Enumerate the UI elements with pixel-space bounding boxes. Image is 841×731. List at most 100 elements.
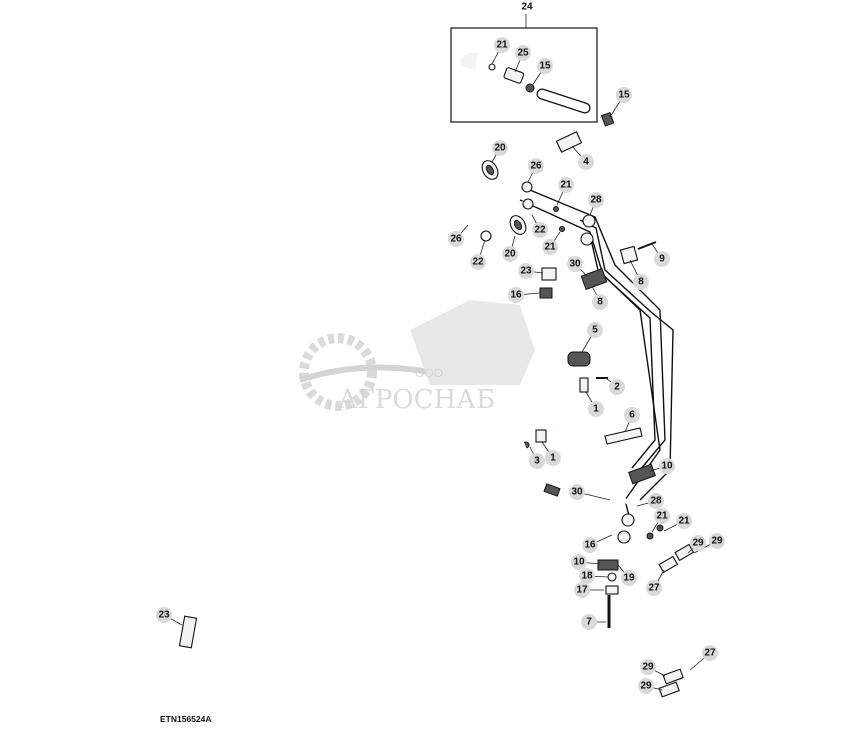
callout-20: 20 [492, 140, 508, 156]
callout-29: 29 [709, 533, 725, 549]
callout-8: 8 [633, 274, 649, 290]
callout-bubble [616, 87, 632, 103]
coupler-29-d [658, 681, 680, 698]
callout-label: 22 [472, 257, 484, 268]
callout-bubble [638, 678, 654, 694]
callout-label: 20 [494, 143, 506, 154]
callout-bubble [542, 239, 558, 255]
callout-bubble [502, 246, 518, 262]
clamp-1-a [579, 377, 589, 393]
callout-bubble [515, 45, 531, 61]
callout-label: 27 [704, 648, 716, 659]
callout-label: 21 [656, 511, 668, 522]
callout-3: 3 [529, 453, 545, 469]
callout-label: 22 [534, 225, 546, 236]
callout-label: 5 [592, 325, 598, 336]
clamp-1-b [535, 429, 547, 443]
callout-label: 1 [550, 453, 556, 464]
callout-label: 16 [510, 290, 522, 301]
callout-label: 23 [520, 266, 532, 277]
callout-label: 24 [521, 2, 533, 13]
callout-21: 21 [558, 177, 574, 193]
callout-21: 21 [542, 239, 558, 255]
callout-bubble [621, 570, 637, 586]
callout-label: 10 [573, 557, 585, 568]
callout-1: 1 [588, 401, 604, 417]
callout-21: 21 [654, 508, 670, 524]
lower-hoses-27 [658, 543, 785, 714]
callout-bubble [654, 251, 670, 267]
callout-29: 29 [690, 535, 706, 551]
callout-bubble [528, 158, 544, 174]
coupler-29-b [658, 555, 679, 574]
callout-28: 28 [588, 192, 604, 208]
callout-label: 17 [576, 585, 588, 596]
callout-label: 25 [517, 48, 529, 59]
callout-2: 2 [609, 379, 625, 395]
callout-bubble [508, 287, 524, 303]
callout-4: 4 [578, 154, 594, 170]
callout-bubble [648, 493, 664, 509]
clamp-17 [605, 585, 619, 595]
grommet-5 [567, 351, 591, 367]
callout-bubble [581, 614, 597, 630]
callout-17: 17 [574, 582, 590, 598]
steel-line-16 [537, 267, 568, 428]
callout-7: 7 [581, 614, 597, 630]
callout-30: 30 [567, 256, 583, 272]
callout-label: 27 [648, 583, 660, 594]
callout-bubble [579, 568, 595, 584]
callout-30: 30 [569, 484, 585, 500]
callout-24: 24 [521, 2, 533, 13]
callout-bubble [578, 154, 594, 170]
adapter [503, 67, 525, 84]
callout-label: 15 [618, 90, 630, 101]
callout-16: 16 [582, 537, 598, 553]
callout-22: 22 [532, 222, 548, 238]
callout-label: 29 [642, 662, 654, 673]
callout-label: 23 [158, 610, 170, 621]
callout-label: 21 [544, 242, 556, 253]
callout-bubble [587, 322, 603, 338]
callout-label: 9 [659, 254, 665, 265]
callout-27: 27 [646, 580, 662, 596]
callout-29: 29 [638, 678, 654, 694]
callout-label: 15 [539, 61, 551, 72]
callout-26: 26 [448, 231, 464, 247]
callout-28: 28 [648, 493, 664, 509]
callout-23: 23 [156, 607, 172, 623]
callout-label: 26 [450, 234, 462, 245]
lower-clamp-assembly [597, 524, 664, 628]
clamp-16-a [539, 287, 553, 299]
oring [488, 63, 496, 71]
callout-label: 28 [590, 195, 602, 206]
watermark-combine-icon [410, 300, 535, 385]
watermark-company: ООО [415, 366, 443, 380]
callout-bubble [588, 401, 604, 417]
watermark-gear-icon [299, 333, 377, 411]
fitting-23-bottom [178, 615, 198, 649]
callout-bubble [156, 607, 172, 623]
callout-label: 4 [583, 157, 589, 168]
callout-23: 23 [518, 263, 534, 279]
callout-label: 28 [650, 496, 662, 507]
watermark-name: АГРОСНАБ [338, 385, 495, 415]
callout-label: 21 [496, 40, 508, 51]
callout-label: 21 [560, 180, 572, 191]
callout-bubble [574, 582, 590, 598]
callout-bubble [492, 140, 508, 156]
callout-bubble [537, 58, 553, 74]
callout-8: 8 [592, 294, 608, 310]
callout-label: 16 [584, 540, 596, 551]
long-hose-23 [178, 428, 342, 654]
callout-5: 5 [587, 322, 603, 338]
callout-10: 10 [659, 458, 675, 474]
callout-10: 10 [571, 554, 587, 570]
callout-6: 6 [624, 407, 640, 423]
clamp-6 [604, 427, 643, 445]
callout-bubble [709, 533, 725, 549]
callout-bubble [569, 484, 585, 500]
callout-bubble [609, 379, 625, 395]
callout-bubble [571, 554, 587, 570]
